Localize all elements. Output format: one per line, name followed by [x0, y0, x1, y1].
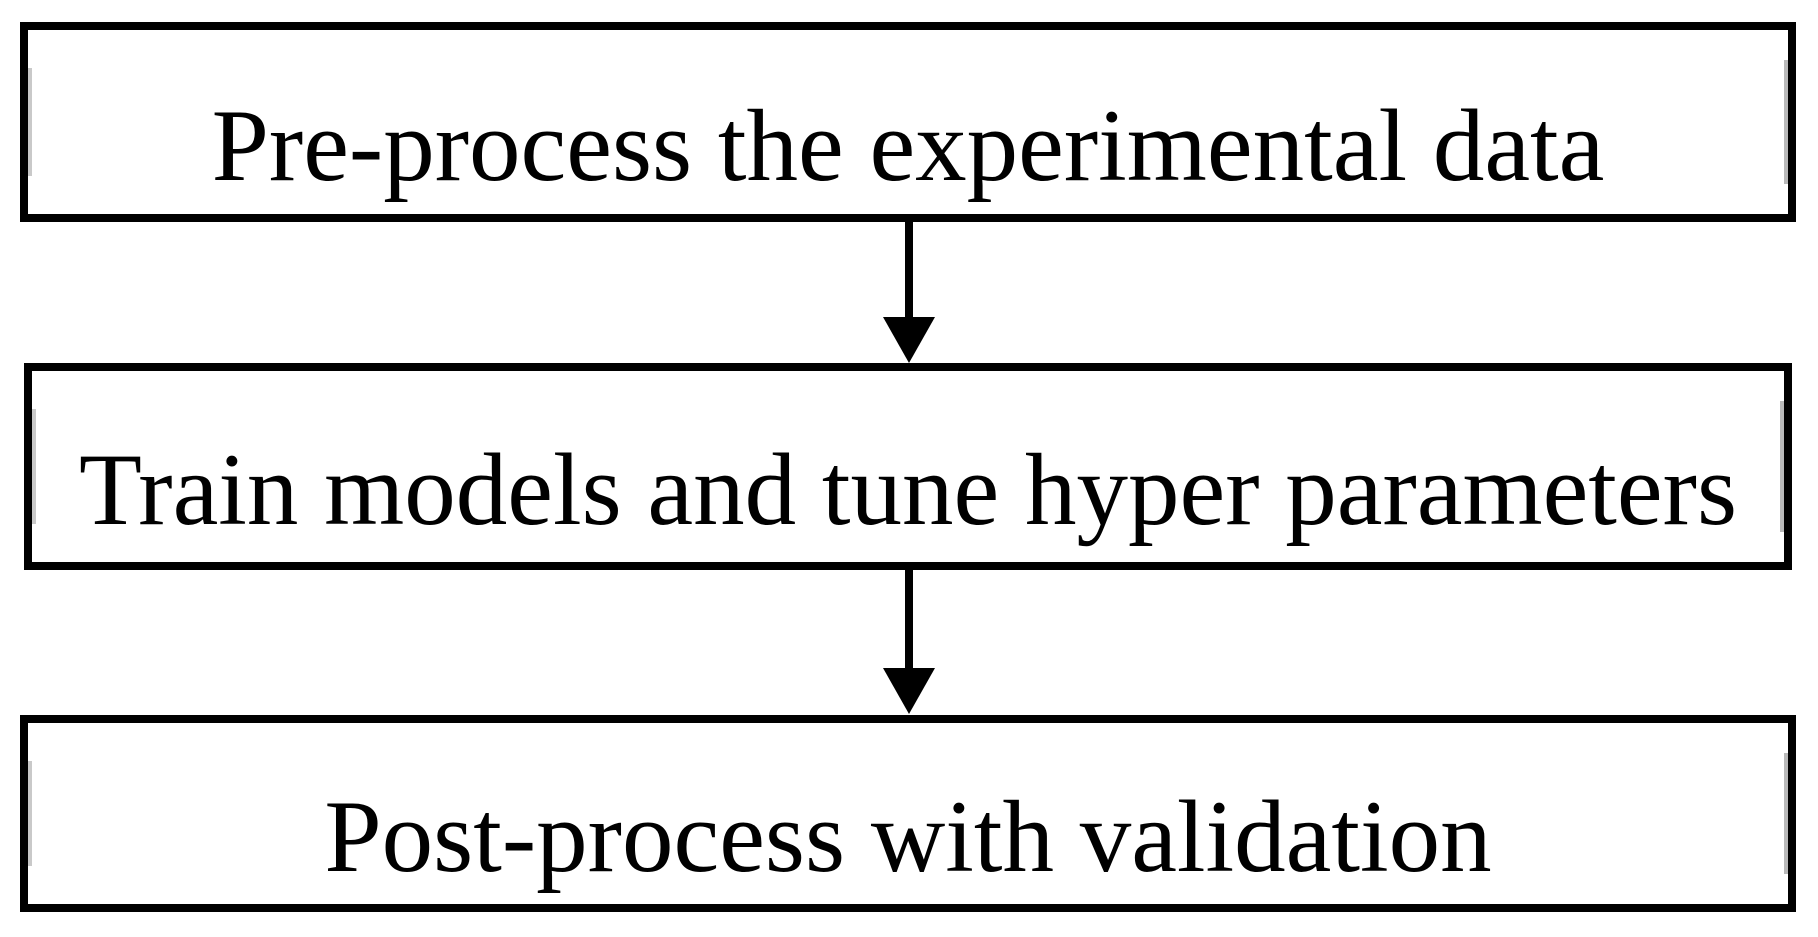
flow-box-train: Train models and tune hyper parameters — [24, 363, 1792, 570]
flow-box-preprocess: Pre-process the experimental data — [20, 22, 1796, 222]
flow-box-label-train: Train models and tune hyper parameters — [78, 433, 1738, 547]
arrow-head-down-icon — [883, 317, 935, 363]
flow-box-label-postprocess: Post-process with validation — [324, 780, 1492, 894]
arrow-shaft — [905, 222, 913, 319]
flow-box-label-preprocess: Pre-process the experimental data — [211, 88, 1605, 203]
flow-box-postprocess: Post-process with validation — [20, 715, 1796, 912]
arrow-head-down-icon — [883, 668, 935, 714]
arrow-shaft — [905, 570, 913, 670]
